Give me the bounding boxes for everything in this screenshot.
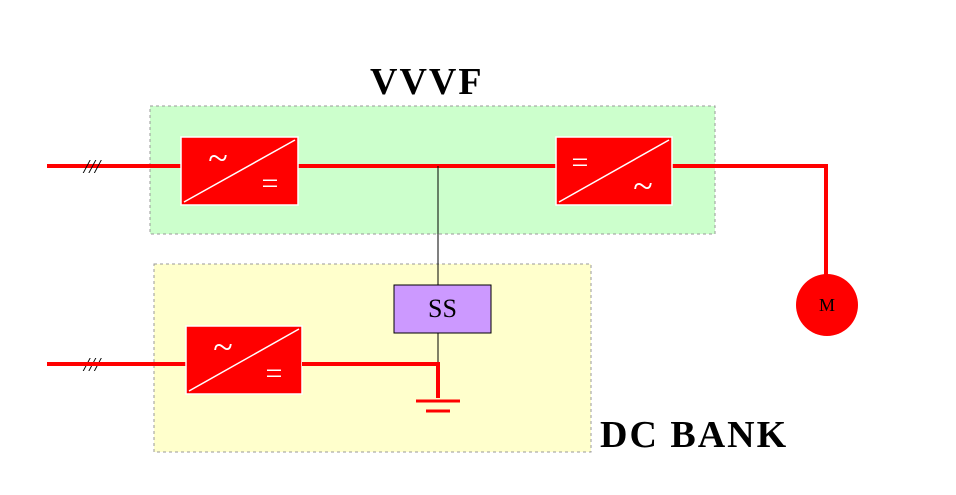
vvvf-title: VVVF xyxy=(370,61,484,103)
vvvf-three-phase-marker: /// xyxy=(83,156,103,178)
static-switch-label: SS xyxy=(428,294,457,323)
ac-symbol: ~ xyxy=(208,138,227,178)
dc-bank-title: DC BANK xyxy=(600,414,789,456)
dc-bank-rectifier: ~ = xyxy=(185,325,303,395)
ground-icon xyxy=(416,399,460,413)
dc-symbol: = xyxy=(572,146,589,179)
dc-symbol: = xyxy=(266,357,283,390)
dc-bank-output-line xyxy=(302,362,440,398)
ac-symbol: ~ xyxy=(213,327,232,367)
vvvf-inverter: = ~ xyxy=(555,136,673,206)
motor-label: M xyxy=(818,294,835,315)
dc-symbol: = xyxy=(262,167,279,200)
ac-symbol: ~ xyxy=(633,166,652,206)
vvvf-rectifier: ~ = xyxy=(180,136,299,206)
motor-icon xyxy=(796,274,858,336)
motor-feed-line xyxy=(672,164,828,278)
static-switch xyxy=(393,284,492,334)
